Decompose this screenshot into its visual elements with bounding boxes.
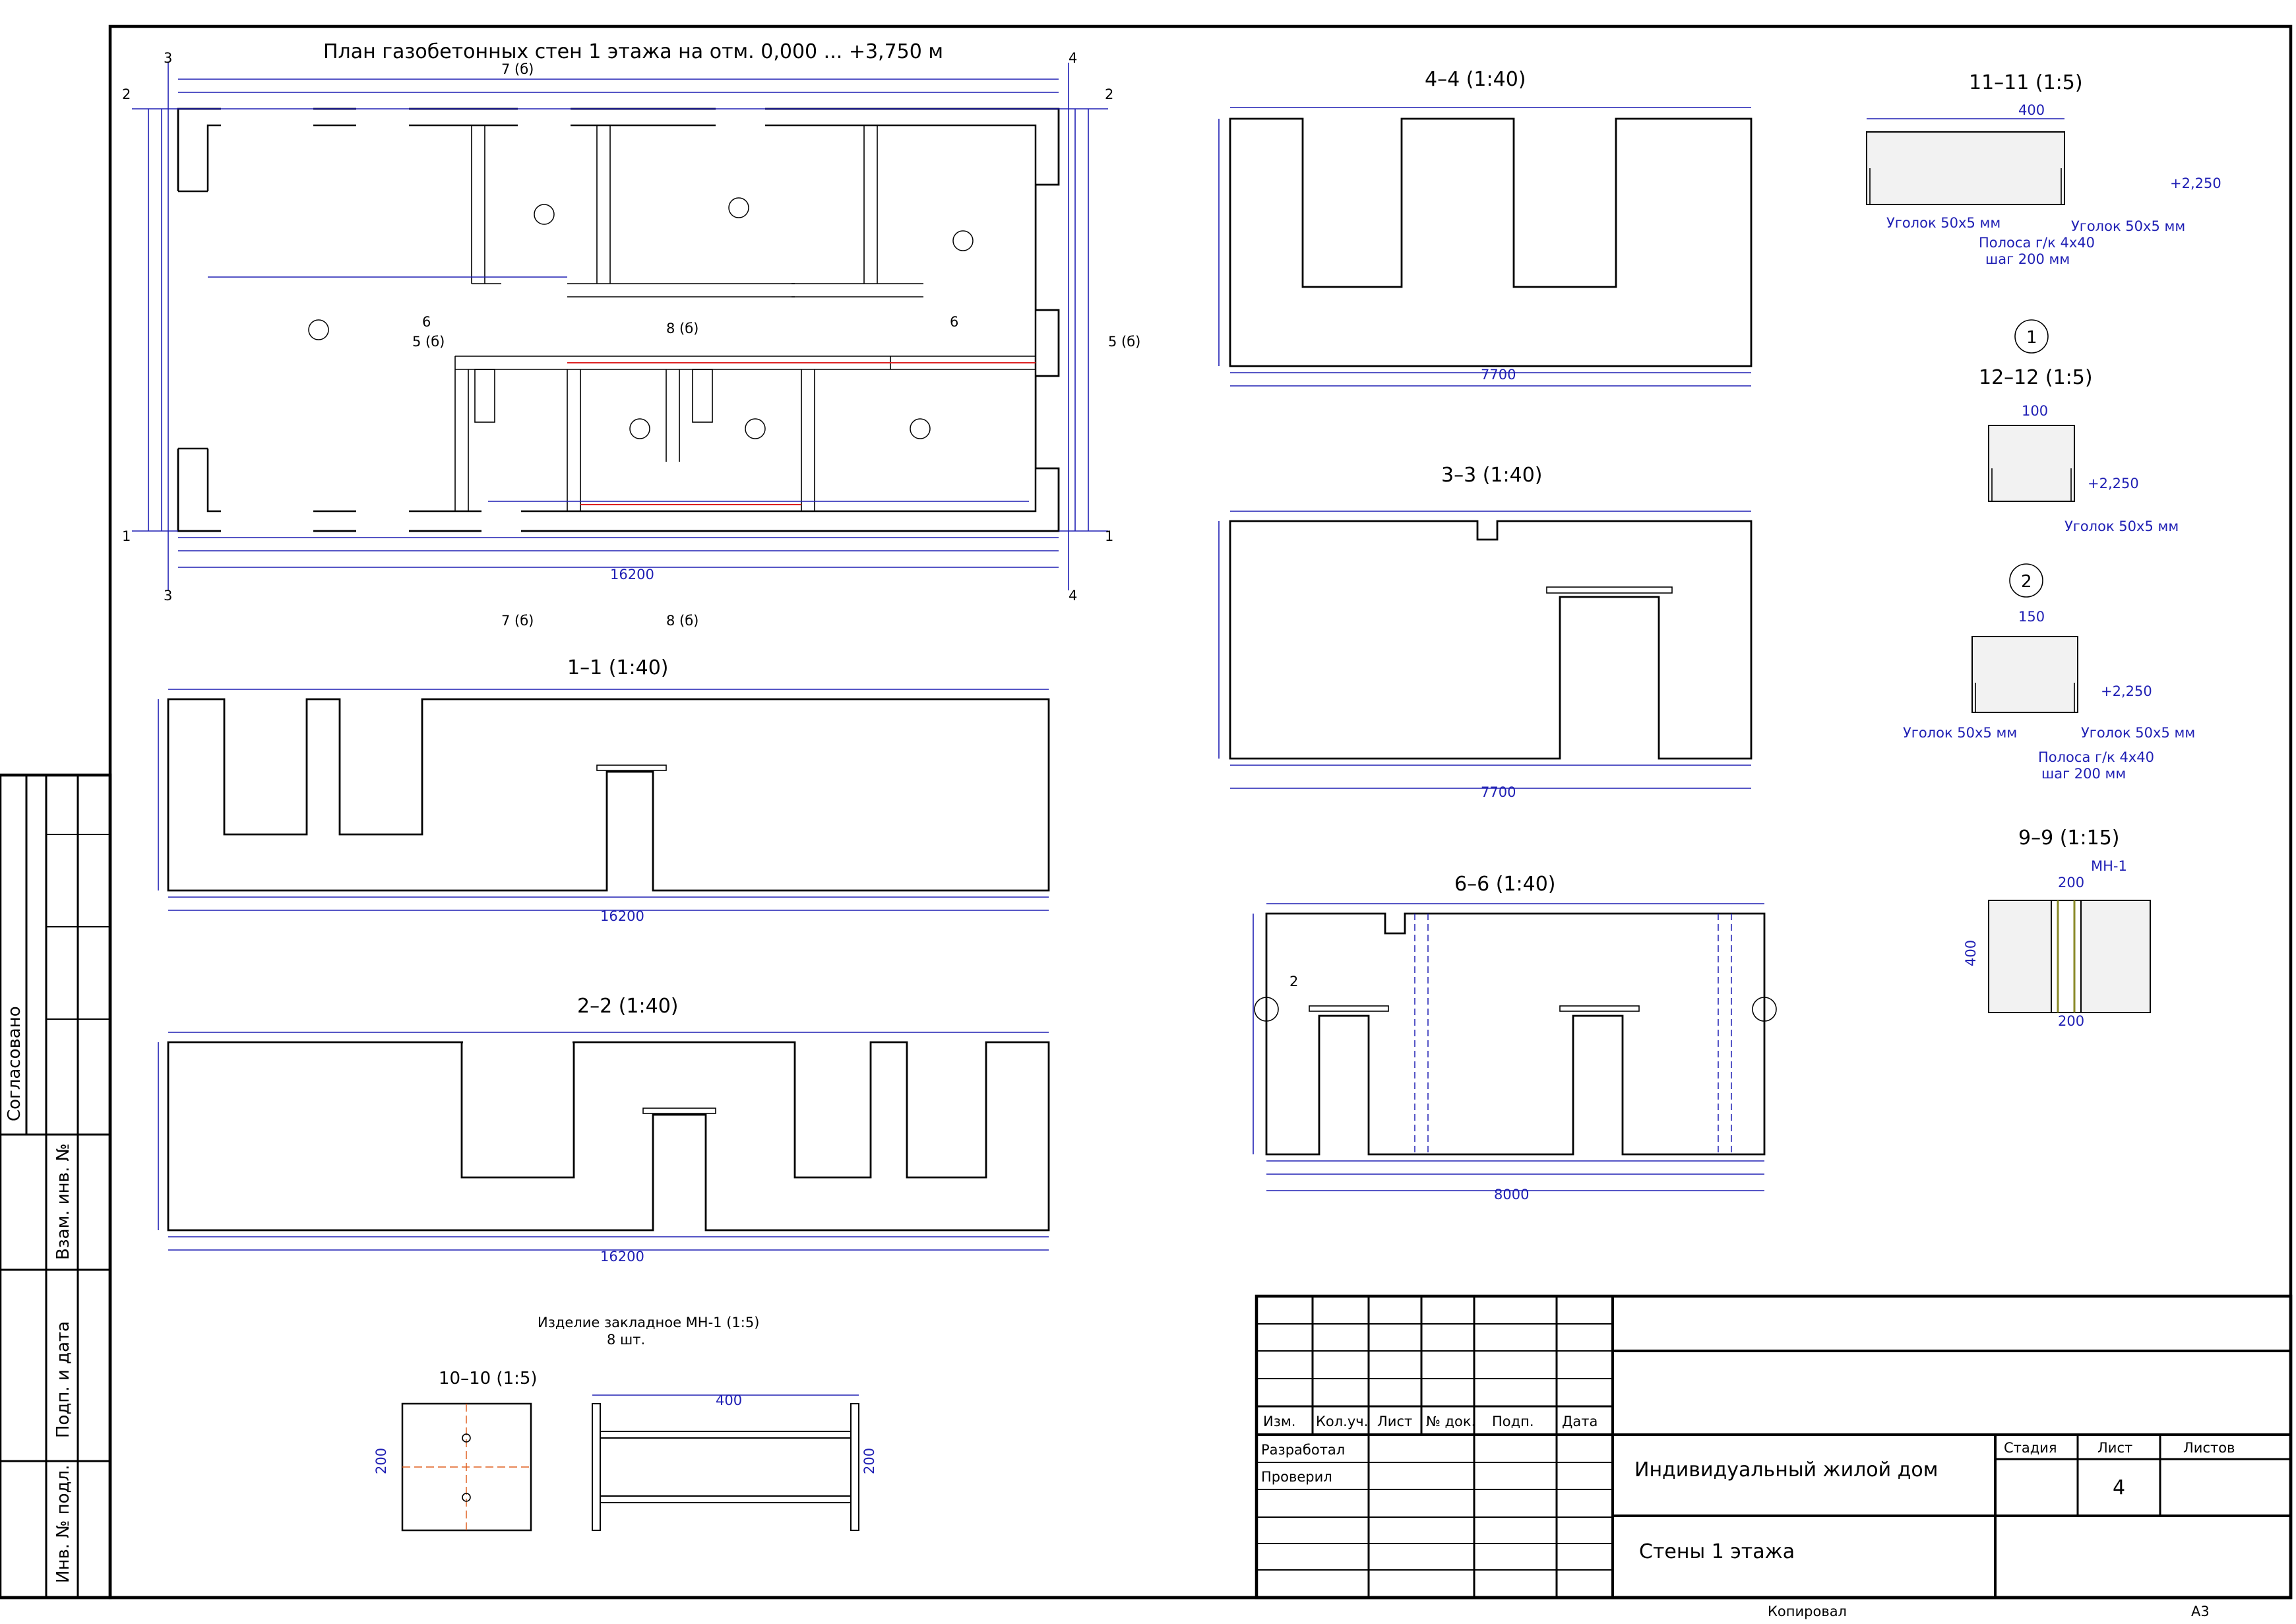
section-4-4-title: 4–4 (1:40) (1425, 68, 1526, 91)
section-4-4: 4–4 (1:40) 7700 (1218, 68, 1753, 387)
stamp-format: А3 (2191, 1604, 2210, 1619)
d99-400: 400 (1963, 940, 1979, 966)
soglasovano-label: Согласовано (5, 1006, 24, 1121)
section-3-3-title: 3–3 (1:40) (1441, 464, 1543, 487)
node-1-marker: 1 (2026, 328, 2037, 348)
cut-8-bottom: 8 (б) (666, 613, 698, 629)
axis-4-bottom: 4 (1069, 588, 1077, 604)
section-6-6-title: 6–6 (1:40) (1454, 873, 1556, 896)
stamp-sheet-name: Стены 1 этажа (1639, 1540, 1795, 1563)
embed-qty: 8 шт. (607, 1332, 645, 1348)
section-1-1: 1–1 (1:40) 16200 (158, 656, 1050, 924)
d1212-mark: +2,250 (2088, 476, 2139, 491)
d99-mn1: МН-1 (2091, 858, 2127, 874)
d1111-mark: +2,250 (2170, 175, 2221, 191)
d1111-400: 400 (2018, 102, 2045, 118)
section-6-6: 6–6 (1:40) 2 8000 (1253, 873, 1777, 1202)
plan-dim-total: 16200 (610, 567, 654, 582)
detail-node-2: 2 150 +2,250 Уголок 50х5 мм Уголок 50х5 … (1903, 563, 2195, 782)
stamp-list-no: 4 (2113, 1476, 2125, 1499)
cut-6-right: 6 (950, 314, 958, 330)
axis-4-top: 4 (1069, 50, 1077, 66)
embed-200: 200 (861, 1448, 877, 1474)
dn2-polosa: Полоса г/к 4х40 (2038, 749, 2154, 765)
section-3-3: 3–3 (1:40) 7700 (1218, 464, 1753, 800)
detail-12-12-title: 12–12 (1:5) (1979, 366, 2093, 389)
node-2-ref: 2 (1289, 974, 1298, 989)
dn2-mark: +2,250 (2101, 683, 2152, 699)
d1111-shag: шаг 200 мм (1985, 251, 2070, 267)
podp-label: Подп. и дата (53, 1321, 73, 1438)
stamp-list-h: Лист (2097, 1440, 2132, 1456)
d1010-200: 200 (373, 1448, 389, 1474)
dn2-150: 150 (2018, 609, 2045, 625)
s22-dim-total: 16200 (600, 1249, 644, 1265)
section-1-1-title: 1–1 (1:40) (567, 656, 669, 679)
section-2-2: 2–2 (1:40) 16200 (158, 995, 1050, 1265)
title-block: Изм. Кол.уч. Лист № док. Подп. Дата Разр… (1255, 1294, 2293, 1619)
axis-3-bottom: 3 (164, 588, 172, 604)
d1111-ugolok-l: Уголок 50х5 мм (1886, 215, 2001, 231)
s33-dim-total: 7700 (1481, 784, 1516, 800)
dn2-ugolok-r: Уголок 50х5 мм (2081, 725, 2195, 741)
stamp-list: Лист (1377, 1414, 1412, 1429)
floor-plan: План газобетонных стен 1 этажа на отм. 0… (122, 40, 1140, 629)
stamp-podp: Подп. (1492, 1414, 1534, 1429)
detail-9-9: 9–9 (1:15) 200 200 МН-1 400 (1963, 827, 2151, 1029)
stamp-izm: Изм. (1263, 1414, 1295, 1429)
section-2-2-title: 2–2 (1:40) (577, 995, 679, 1018)
node-2-marker: 2 (2021, 572, 2032, 592)
stamp-listov: Листов (2183, 1440, 2235, 1456)
d1212-ugolok: Уголок 50х5 мм (2064, 518, 2179, 534)
side-strip: Согласовано Взам. инв. № Подп. и дата Ин… (0, 773, 112, 1600)
stamp-razrab: Разработал (1261, 1442, 1345, 1458)
plan-title: План газобетонных стен 1 этажа на отм. 0… (323, 40, 943, 63)
dn2-ugolok-l: Уголок 50х5 мм (1903, 725, 2017, 741)
embedded-part-mn1: Изделие закладное МН-1 (1:5) 8 шт. 10–10… (373, 1315, 877, 1532)
detail-9-9-title: 9–9 (1:15) (2018, 827, 2120, 850)
d99-200-top: 200 (2058, 875, 2084, 890)
stamp-ndok: № док. (1426, 1414, 1475, 1429)
cut-5-right: 5 (б) (1108, 334, 1140, 350)
detail-12-12: 1 12–12 (1:5) 100 +2,250 Уголок 50х5 мм (1979, 319, 2179, 534)
stamp-data: Дата (1562, 1414, 1598, 1429)
stamp-project: Индивидуальный жилой дом (1634, 1458, 1938, 1482)
detail-10-10-title: 10–10 (1:5) (439, 1369, 538, 1389)
cut-7-top: 7 (б) (501, 61, 534, 77)
s66-dim-total: 8000 (1494, 1187, 1529, 1202)
axis-2-right: 2 (1105, 86, 1113, 102)
detail-11-11-title: 11–11 (1:5) (1969, 71, 2083, 94)
detail-11-11: 11–11 (1:5) 400 +2,250 Уголок 50х5 мм Уг… (1866, 71, 2221, 267)
embed-title: Изделие закладное МН-1 (1:5) (538, 1315, 759, 1330)
s44-dim-total: 7700 (1481, 367, 1516, 383)
s11-dim-total: 16200 (600, 908, 644, 924)
axis-2-left: 2 (122, 86, 131, 102)
cut-8-top: 8 (б) (666, 321, 698, 336)
stamp-proveril: Проверил (1261, 1469, 1332, 1485)
cut-5-left: 5 (б) (412, 334, 445, 350)
embed-400: 400 (716, 1392, 742, 1408)
d1111-polosa: Полоса г/к 4х40 (1979, 235, 2095, 251)
axis-1-left: 1 (122, 528, 131, 544)
d1212-100: 100 (2022, 403, 2048, 419)
axis-1-right: 1 (1105, 528, 1113, 544)
stamp-kol: Кол.уч. (1316, 1414, 1368, 1429)
inv-label: Инв. № подл. (53, 1465, 73, 1583)
stamp-stadiya: Стадия (2004, 1440, 2057, 1456)
vzam-label: Взам. инв. № (53, 1143, 73, 1260)
d1111-ugolok-r: Уголок 50х5 мм (2071, 218, 2185, 234)
stamp-kopiroval: Копировал (1768, 1604, 1847, 1619)
cut-6-left: 6 (422, 314, 431, 330)
dn2-shag: шаг 200 мм (2041, 766, 2126, 782)
cut-7-bottom: 7 (б) (501, 613, 534, 629)
d99-200-bottom: 200 (2058, 1013, 2084, 1029)
axis-3-top: 3 (164, 50, 172, 66)
